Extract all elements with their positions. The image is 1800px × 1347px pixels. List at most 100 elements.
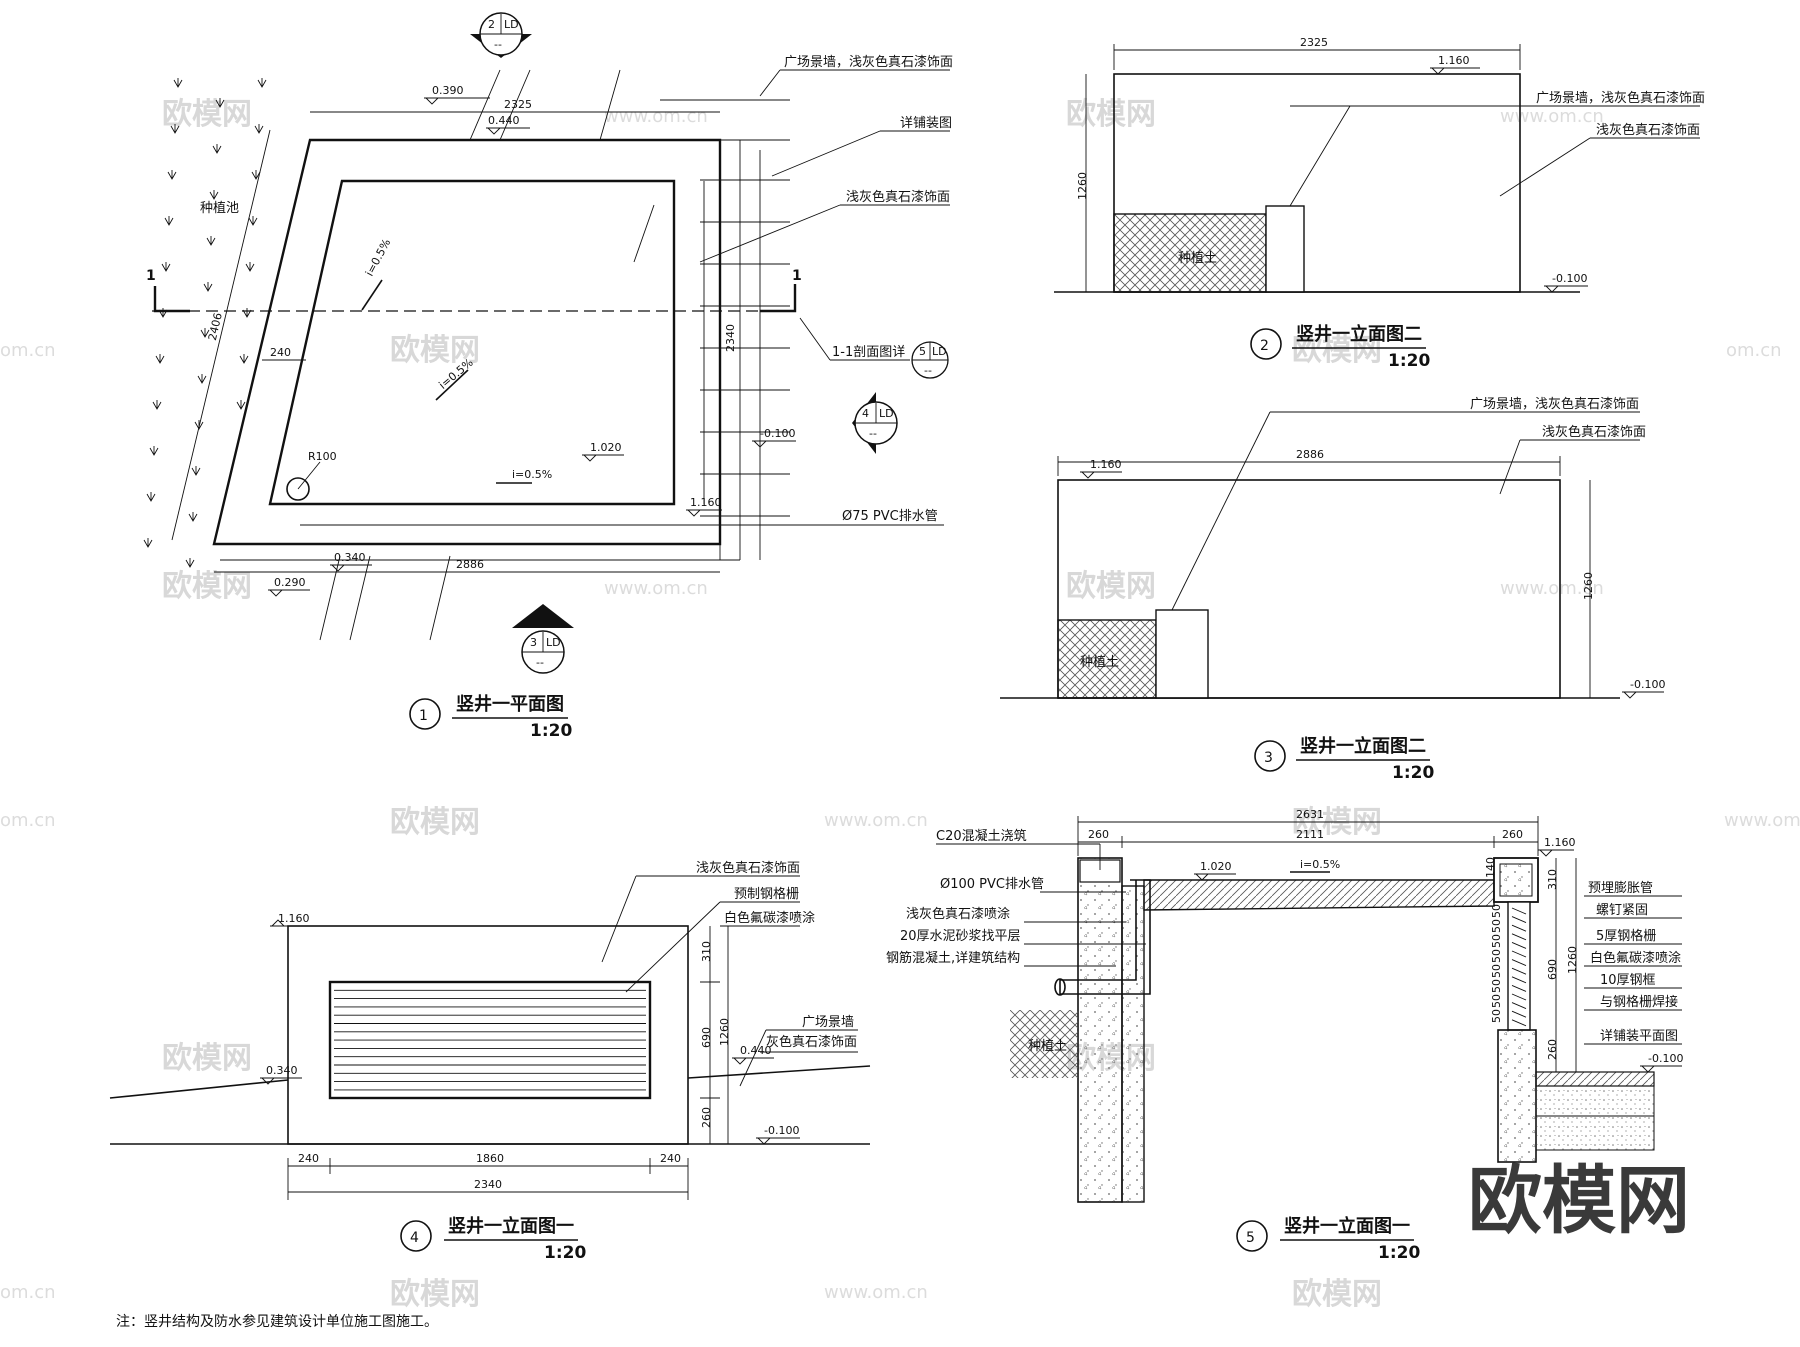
svg-text:LD: LD xyxy=(879,407,894,420)
planting-mark xyxy=(173,78,183,88)
plan-title: 竖井一平面图 xyxy=(456,693,564,715)
svg-text:0.340: 0.340 xyxy=(334,551,366,564)
level-bottom: -0.100 xyxy=(1648,1052,1683,1065)
dim-side: 690 xyxy=(700,1027,713,1048)
level-bottom: -0.100 xyxy=(764,1124,799,1137)
planting-mark xyxy=(206,236,216,246)
level-bottom: -0.100 xyxy=(1630,678,1665,691)
shaft-inner-wall xyxy=(268,179,676,506)
dim-side-total: 1260 xyxy=(718,1018,731,1046)
label-left: 浅灰色真石漆喷涂 xyxy=(906,906,1010,922)
label-right: 白色氟碳漆喷涂 xyxy=(1590,950,1681,966)
slope-label: i=0.5% xyxy=(363,237,393,279)
svg-text:0.440: 0.440 xyxy=(488,114,520,127)
grating-dim: 50 xyxy=(1490,964,1503,978)
svg-text:1.020: 1.020 xyxy=(590,441,622,454)
svg-text:LD: LD xyxy=(932,345,947,358)
detail-symbol-bottom: 3 LD -- xyxy=(512,604,574,674)
watermark-url: www.om.cn xyxy=(604,578,708,599)
plan-view: 种植池 xyxy=(143,12,953,741)
grating-bar xyxy=(1511,967,1527,975)
watermark-brand: 欧模网 xyxy=(1066,569,1156,604)
elev4-title-block: 4 竖井一立面图一 1:20 xyxy=(400,1215,586,1263)
svg-text:5: 5 xyxy=(919,345,926,358)
elev3-title-block: 3 竖井一立面图二 1:20 xyxy=(1254,735,1434,783)
svg-text:3: 3 xyxy=(1264,750,1273,766)
elevation-2: 种植土 2325 1260 1.160 -0.100 广场景墙，浅灰色真石漆饰面… xyxy=(1054,36,1705,371)
svg-text:--: -- xyxy=(869,427,877,440)
planting-mark xyxy=(167,170,177,180)
svg-text:1: 1 xyxy=(419,708,428,724)
watermark-url: www.om.cn xyxy=(604,106,708,127)
slope-arrow xyxy=(361,279,383,311)
svg-text:4: 4 xyxy=(410,1230,419,1246)
construction-note: 注：竖井结构及防水参见建筑设计单位施工图施工。 xyxy=(116,1313,438,1330)
radius-label: R100 xyxy=(308,450,337,463)
planting-mark xyxy=(236,400,246,410)
sec5-scale: 1:20 xyxy=(1378,1243,1420,1263)
grating-bar xyxy=(1511,1010,1527,1018)
watermark-brand: 欧模网 xyxy=(390,805,480,840)
elev3-title: 竖井一立面图二 xyxy=(1300,735,1426,757)
dim-right: 2340 xyxy=(724,324,737,352)
soil-label: 种植土 xyxy=(1178,251,1217,266)
svg-text:5: 5 xyxy=(1246,1230,1255,1246)
watermark-url: www.om.cn xyxy=(1724,810,1800,831)
planting-mark xyxy=(212,144,222,154)
grating-dim: 50 xyxy=(1490,994,1503,1008)
level-bottom: -0.100 xyxy=(1552,272,1587,285)
planting-mark xyxy=(164,216,174,226)
svg-text:4: 4 xyxy=(862,407,869,420)
planting-mark xyxy=(245,262,255,272)
watermark-domain: om.cn xyxy=(1726,340,1782,361)
dim-wall: 240 xyxy=(270,346,291,359)
watermark-brand: 欧模网 xyxy=(1292,1277,1382,1312)
detail-symbol-section: 5 LD -- xyxy=(911,341,949,379)
label-right: 5厚钢格栅 xyxy=(1596,928,1656,944)
svg-text:0.390: 0.390 xyxy=(432,84,464,97)
planting-mark xyxy=(215,98,225,108)
label-grating: 预制钢格栅 xyxy=(734,886,799,902)
grating-dim: 50 xyxy=(1490,1009,1503,1023)
planting-mark xyxy=(209,190,219,200)
planting-hatch xyxy=(143,78,267,568)
sec5-title: 竖井一立面图一 xyxy=(1284,1215,1410,1237)
grating-bar xyxy=(1511,941,1527,949)
watermark-domain: om.cn xyxy=(0,1282,56,1303)
plan-scale: 1:20 xyxy=(530,721,572,741)
dim-side: 260 xyxy=(700,1107,713,1128)
slope-label: i=0.5% xyxy=(512,468,552,481)
brand-logo-watermark: 欧模网 xyxy=(1468,1158,1690,1244)
elev2-title-block: 2 竖井一立面图二 1:20 xyxy=(1250,323,1430,371)
label-finish: 浅灰色真石漆饰面 xyxy=(1542,424,1646,440)
planting-mark xyxy=(242,308,252,318)
dim-width: 2325 xyxy=(1300,36,1328,49)
watermark-brand: 欧模网 xyxy=(390,1277,480,1312)
elev4-title: 竖井一立面图一 xyxy=(448,1215,574,1237)
dim-total: 2340 xyxy=(474,1178,502,1191)
label-left: Ø100 PVC排水管 xyxy=(940,877,1044,892)
watermark-brand: 欧模网 xyxy=(1292,333,1382,368)
watermark-url: www.om.cn xyxy=(824,1282,928,1303)
dim-left: 2406 xyxy=(206,312,225,342)
grating-dim: 50 xyxy=(1490,919,1503,933)
dim-height: 1260 xyxy=(1076,172,1089,200)
grating-bar xyxy=(1511,976,1527,984)
watermark-url: www.om.cn xyxy=(1500,106,1604,127)
soil-label: 种植土 xyxy=(1028,1039,1067,1054)
grating-bar xyxy=(1511,1002,1527,1010)
svg-text:--: -- xyxy=(924,364,932,377)
watermark-brand: 欧模网 xyxy=(390,333,480,368)
pvc-drain-pipe xyxy=(1059,879,1151,995)
steel-grating xyxy=(334,989,646,1091)
planting-mark xyxy=(143,538,153,548)
label-left: 钢筋混凝土,详建筑结构 xyxy=(886,950,1020,966)
label-pipe: Ø75 PVC排水管 xyxy=(842,509,938,524)
section-cut-left xyxy=(153,286,190,313)
dim-bottom: 2886 xyxy=(456,558,484,571)
svg-text:--: -- xyxy=(494,38,502,51)
level-left: 0.340 xyxy=(266,1064,298,1077)
level-top: 1.160 xyxy=(1544,836,1576,849)
svg-text:0.290: 0.290 xyxy=(274,576,306,589)
svg-text:1.160: 1.160 xyxy=(690,496,722,509)
